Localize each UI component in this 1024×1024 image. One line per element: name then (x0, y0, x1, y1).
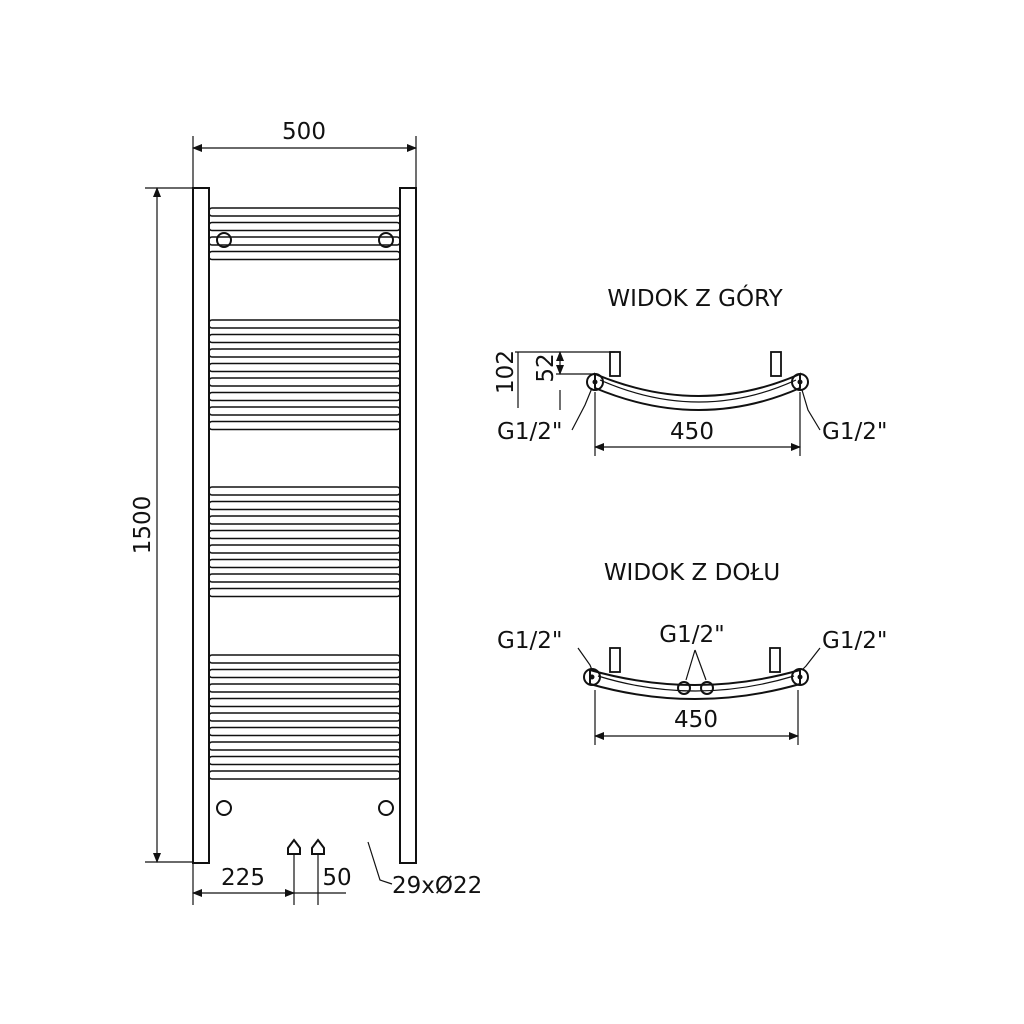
bar-16 (208, 529, 401, 540)
bar-15 (208, 515, 401, 525)
top-view-title: WIDOK Z GÓRY (607, 284, 783, 312)
bottom-wall-bracket-left (609, 647, 621, 673)
offset-label: 225 (221, 865, 265, 891)
top-wall-bracket-left (609, 351, 621, 377)
bar-7 (208, 348, 401, 358)
height-dimension: 1500 (130, 187, 193, 863)
bottom-right-connection-label: G1/2" (822, 628, 887, 654)
lower-brackets (216, 800, 394, 816)
bar-28 (208, 755, 401, 766)
bar-6 (208, 333, 401, 344)
bar-19 (208, 573, 401, 583)
bottom-connection-right (791, 668, 809, 686)
bar-1 (208, 207, 401, 217)
bars-callout: 29xØ22 (367, 841, 482, 899)
height-label: 1500 (130, 496, 156, 555)
bar-18 (208, 558, 401, 569)
bottom-view-title: WIDOK Z DOŁU (604, 560, 780, 586)
bottom-view-body (589, 668, 801, 700)
depth-label: 102 (493, 350, 519, 394)
inner-depth-label: 52 (533, 353, 559, 382)
bar-23 (208, 683, 401, 693)
bar-21 (208, 654, 401, 664)
top-left-connection-label: G1/2" (497, 419, 562, 445)
bottom-center-connection-label: G1/2" (659, 622, 724, 648)
bar-9 (208, 377, 401, 387)
top-connection-right (791, 373, 809, 391)
bar-4 (208, 250, 401, 261)
bars-label: 29xØ22 (392, 873, 482, 899)
width-label: 500 (282, 119, 326, 145)
valve-right (311, 838, 325, 855)
bar-2 (208, 221, 401, 232)
bar-10 (208, 391, 401, 402)
bar-27 (208, 741, 401, 751)
top-span-dimension: 450 (594, 392, 801, 456)
bar-22 (208, 668, 401, 679)
width-dimension: 500 (192, 119, 417, 188)
bar-14 (208, 500, 401, 511)
valve-left (287, 838, 301, 855)
bars-group (208, 207, 401, 780)
depth-dimensions: 102 52 (493, 350, 615, 410)
top-span-label: 450 (670, 419, 714, 445)
bar-8 (208, 362, 401, 373)
lower-left-bracket (216, 800, 232, 816)
bar-26 (208, 726, 401, 737)
upper-left-bracket (216, 232, 232, 248)
upper-brackets (216, 232, 394, 248)
bottom-valve-left (677, 681, 691, 695)
bottom-wall-bracket-right (769, 647, 781, 673)
upper-right-bracket (378, 232, 394, 248)
bottom-connections (287, 838, 325, 905)
top-view: WIDOK Z GÓRY 102 52 450 G1/2 (493, 284, 887, 456)
bar-24 (208, 697, 401, 708)
top-right-connection-label: G1/2" (822, 419, 887, 445)
right-rail (399, 187, 417, 864)
bottom-valve-right (700, 681, 714, 695)
bottom-left-connection-label: G1/2" (497, 628, 562, 654)
bottom-span-dimension: 450 (594, 690, 799, 745)
bar-3 (208, 236, 401, 246)
bar-29 (208, 770, 401, 780)
top-wall-bracket-right (770, 351, 782, 377)
bar-5 (208, 319, 401, 329)
bar-13 (208, 486, 401, 496)
left-rail (192, 187, 210, 864)
top-view-body (594, 372, 801, 411)
bottom-view: WIDOK Z DOŁU G1/2" G1/2" G1/2" 450 (497, 560, 887, 745)
bar-17 (208, 544, 401, 554)
lower-right-bracket (378, 800, 394, 816)
front-view: 500 1500 225 50 29xØ22 (130, 119, 482, 905)
bar-12 (208, 420, 401, 431)
bottom-dimensions: 225 50 (192, 863, 352, 905)
bar-11 (208, 406, 401, 416)
bar-25 (208, 712, 401, 722)
spacing-label: 50 (322, 865, 351, 891)
bottom-span-label: 450 (674, 707, 718, 733)
bar-20 (208, 587, 401, 598)
